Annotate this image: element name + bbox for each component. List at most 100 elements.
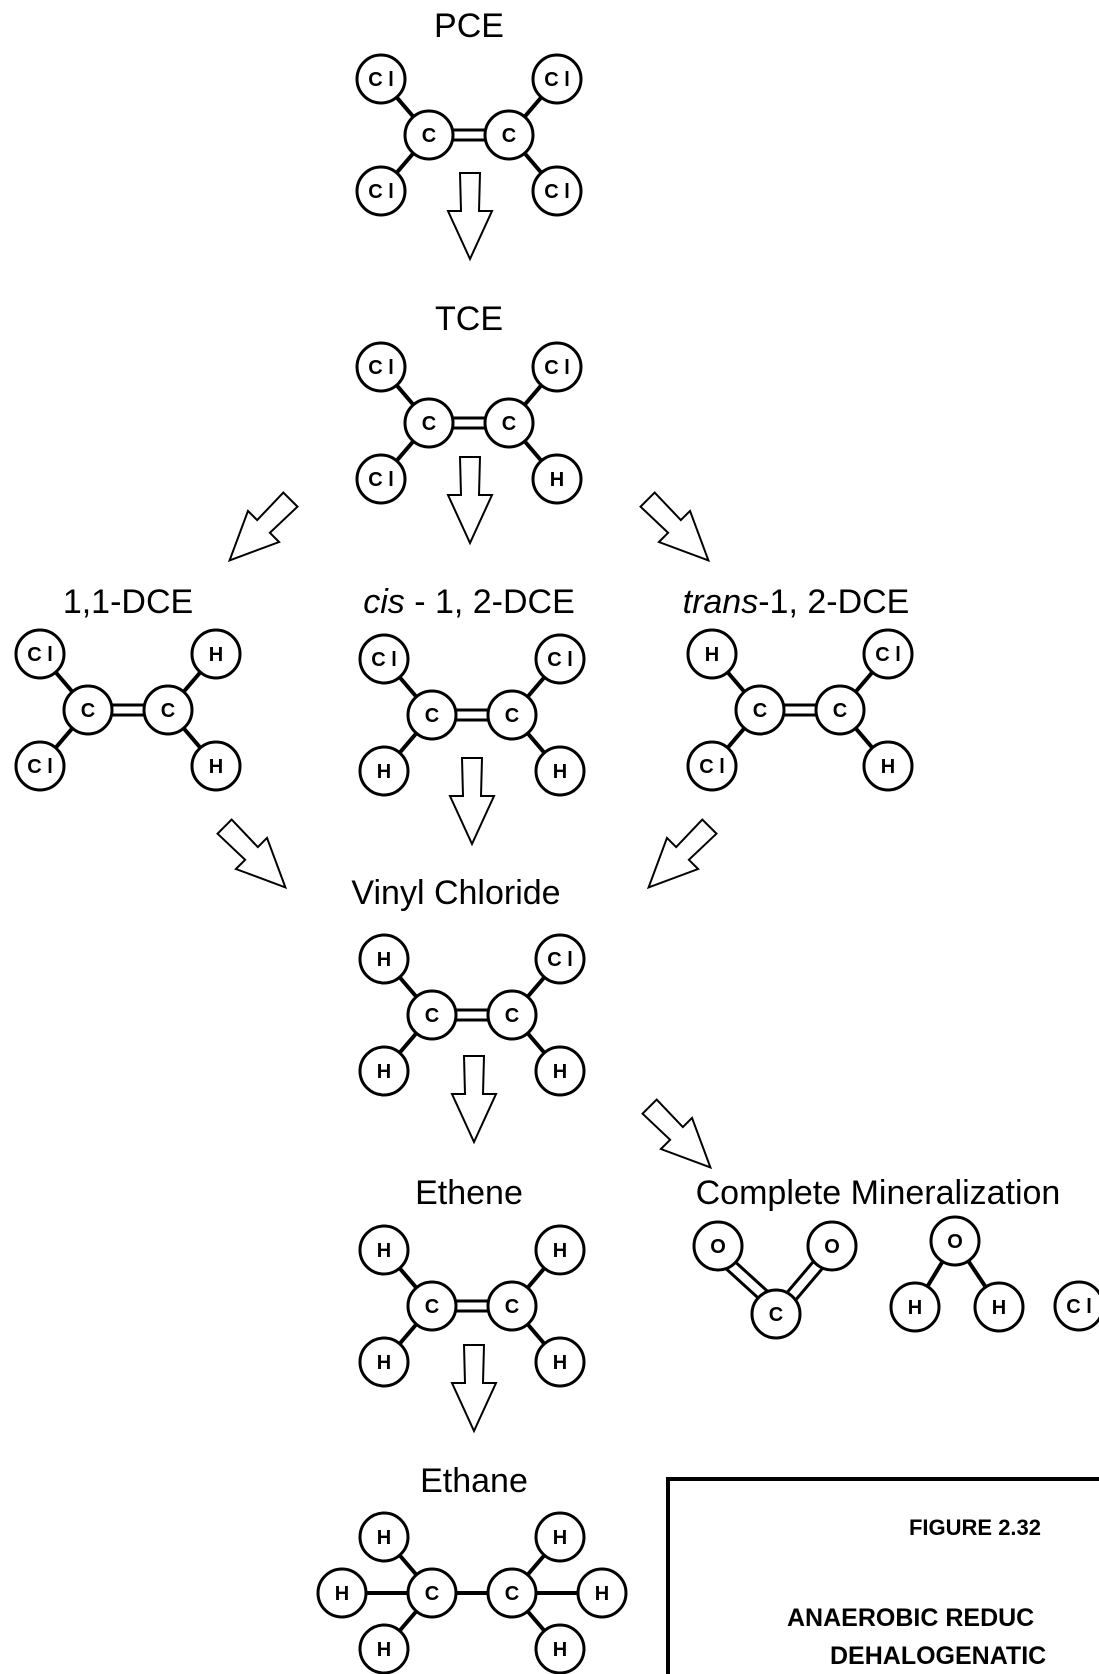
dce11-atom-c2 — [142, 684, 194, 736]
cisdce-atom-c1 — [406, 689, 458, 741]
ethene-atom-br — [534, 1336, 586, 1388]
chloride-symbol: C l — [1066, 1296, 1092, 1318]
transdce-atom-tl — [686, 628, 738, 680]
dce11-atom-bl-symbol: C l — [27, 756, 53, 778]
dce11-atom-br — [190, 740, 242, 792]
transdce-atom-bl — [686, 740, 738, 792]
arrow-ethene-to-ethane — [451, 1344, 497, 1432]
tce-atom-c2-symbol: C — [502, 413, 516, 435]
figure-title-line-2: DEHALOGENATIC — [830, 1642, 1046, 1670]
ethane-atom-bl-symbol: H — [377, 1639, 391, 1661]
transdce-atom-c1-symbol: C — [753, 700, 767, 722]
cisdce-atom-c2-symbol: C — [505, 705, 519, 727]
ethene-atom-tr — [534, 1224, 586, 1276]
transdce-atom-tr — [862, 628, 914, 680]
dce11-atom-c1-symbol: C — [81, 700, 95, 722]
pce-atom-br — [531, 165, 583, 217]
ethane-atom-c2 — [486, 1567, 538, 1619]
ethene-atom-bl-symbol: H — [377, 1352, 391, 1374]
vinyl-atom-br-symbol: H — [553, 1061, 567, 1083]
ethane-atom-l-symbol: H — [335, 1583, 349, 1605]
ethane-atom-c1 — [406, 1567, 458, 1619]
ethene-atom-c2 — [486, 1280, 538, 1332]
water-hydrogen-1 — [889, 1281, 941, 1333]
water-hydrogen-1-symbol: H — [908, 1297, 922, 1319]
tce-atom-bl-symbol: C l — [368, 469, 394, 491]
vinyl-atom-bl — [358, 1045, 410, 1097]
pce-label: PCE — [434, 7, 504, 45]
ethane-atom-c1-symbol: C — [425, 1583, 439, 1605]
ethene-atom-c2-symbol: C — [505, 1296, 519, 1318]
water-hydrogen-2-symbol: H — [992, 1297, 1006, 1319]
cis-dce-label: cis - 1, 2-DCE — [363, 583, 575, 621]
vinyl-atom-c2 — [486, 989, 538, 1041]
cisdce-atom-br-symbol: H — [553, 761, 567, 783]
pce-atom-tl-symbol: C l — [368, 69, 394, 91]
pce-atom-tr — [531, 53, 583, 105]
ethene-atom-bl — [358, 1336, 410, 1388]
pce-atom-c2-symbol: C — [502, 125, 516, 147]
pce-atom-c1 — [403, 109, 455, 161]
vinyl-atom-c1 — [406, 989, 458, 1041]
ethane-atom-br-symbol: H — [553, 1639, 567, 1661]
pce-atom-br-symbol: C l — [544, 181, 570, 203]
arrow-trans-dce-to-vinyl — [632, 810, 726, 904]
arrow-cis-dce-to-vinyl — [449, 757, 495, 845]
dce11-atom-br-symbol: H — [209, 756, 223, 778]
chloride: C l — [1053, 1280, 1099, 1332]
pce-atom-tr-symbol: C l — [544, 69, 570, 91]
co2-carbon-symbol: C — [769, 1304, 783, 1326]
transdce-atom-tr-symbol: C l — [875, 644, 901, 666]
co2-oxygen-2-symbol: O — [824, 1236, 840, 1258]
water-oxygen-symbol: O — [947, 1231, 963, 1253]
water-hydrogen-2 — [973, 1281, 1025, 1333]
tce-label: TCE — [435, 300, 503, 338]
molecules-layer: C C C l C l C l C l C C C l C l C l H C C C l C l H H C C C … — [14, 53, 914, 1674]
ethene-label: Ethene — [415, 1174, 523, 1212]
vinyl-atom-tr — [534, 933, 586, 985]
tce-atom-c1 — [403, 397, 455, 449]
cisdce-atom-bl — [358, 745, 410, 797]
ethane-atom-bl — [358, 1623, 410, 1674]
vinyl-atom-c2-symbol: C — [505, 1005, 519, 1027]
tce-atom-bl — [355, 453, 407, 505]
dce11-atom-bl — [14, 740, 66, 792]
transdce-atom-br-symbol: H — [881, 756, 895, 778]
tce-atom-tr-symbol: C l — [544, 357, 570, 379]
arrow-pce-to-tce — [447, 172, 493, 260]
ethene-atom-c1 — [406, 1280, 458, 1332]
dce11-atom-tr-symbol: H — [209, 644, 223, 666]
cisdce-atom-bl-symbol: H — [377, 761, 391, 783]
tce-atom-tl-symbol: C l — [368, 357, 394, 379]
caption-box — [666, 1477, 1099, 1674]
pce-atom-bl-symbol: C l — [368, 181, 394, 203]
figure-caption: FIGURE 2.32 ANAEROBIC REDUC DEHALOGENATI… — [666, 1477, 1099, 1674]
tce-atom-c2 — [483, 397, 535, 449]
dce11-atom-tl — [14, 628, 66, 680]
ethane-atom-c2-symbol: C — [505, 1583, 519, 1605]
pce-atom-bl — [355, 165, 407, 217]
transdce-atom-br — [862, 740, 914, 792]
ethane-atom-tr — [534, 1511, 586, 1563]
arrow-tce-to-dce11 — [213, 483, 307, 577]
vinyl-chloride-label: Vinyl Chloride — [351, 874, 560, 912]
ethane-atom-br — [534, 1623, 586, 1674]
transdce-atom-bl-symbol: C l — [699, 756, 725, 778]
mineralization-products: O O C O H H C l — [692, 1215, 1099, 1340]
tce-atom-br-symbol: H — [550, 469, 564, 491]
arrow-vinyl-to-mineralization — [633, 1090, 727, 1184]
dce11-atom-tl-symbol: C l — [27, 644, 53, 666]
ethene-atom-c1-symbol: C — [425, 1296, 439, 1318]
arrow-tce-to-trans-dce — [631, 483, 725, 577]
ethene-atom-tl — [358, 1224, 410, 1276]
ethane-atom-tl — [358, 1511, 410, 1563]
vinyl-atom-bl-symbol: H — [377, 1061, 391, 1083]
dce11-label: 1,1-DCE — [63, 583, 193, 621]
